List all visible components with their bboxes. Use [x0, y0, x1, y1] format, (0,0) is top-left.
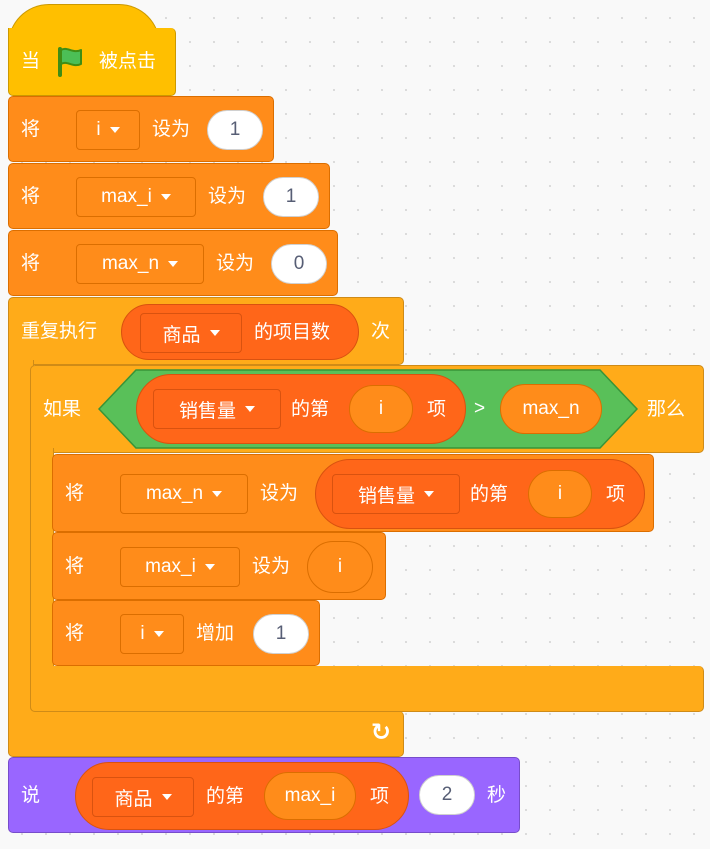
set-op: 设为 — [260, 483, 299, 504]
value-input[interactable]: 0 — [271, 244, 327, 284]
value-input[interactable]: 1 — [207, 110, 263, 150]
set-op: 设为 — [152, 119, 191, 140]
secs-input[interactable]: 2 — [419, 775, 475, 815]
greater-than-sign: > — [474, 398, 486, 419]
chevron-down-icon — [209, 330, 220, 336]
repeat-suffix: 次 — [371, 321, 391, 342]
variable-name: max_i — [101, 186, 152, 207]
variable-reporter-i[interactable]: i — [307, 541, 373, 593]
loop-arrow-icon: ↻ — [370, 719, 391, 746]
change-verb: 将 — [65, 623, 85, 644]
variable-name: i — [96, 119, 101, 140]
chevron-down-icon — [245, 406, 255, 412]
variable-dropdown-i[interactable]: i — [120, 614, 184, 654]
item-label: 项 — [370, 786, 390, 807]
chevron-down-icon — [153, 631, 164, 637]
then-label: 那么 — [647, 399, 686, 420]
inner-set-max-i-block[interactable]: 将 max_i 设为 i — [52, 532, 386, 600]
variable-reporter-i[interactable]: i — [349, 385, 413, 433]
variable-dropdown-max-n[interactable]: max_n — [120, 474, 248, 514]
variable-reporter-i[interactable]: i — [528, 470, 592, 518]
variable-dropdown-max-n[interactable]: max_n — [76, 244, 204, 284]
say-verb: 说 — [21, 785, 41, 806]
list-name: 销售量 — [178, 400, 236, 422]
variable-dropdown-i[interactable]: i — [76, 110, 140, 150]
hat-prefix: 当 — [21, 51, 41, 72]
chevron-down-icon — [168, 261, 179, 267]
list-dropdown-sales[interactable]: 销售量 — [332, 474, 460, 514]
variable-dropdown-max-i[interactable]: max_i — [120, 547, 240, 587]
green-flag-icon — [58, 47, 82, 77]
when-flag-clicked-block[interactable]: 当 被点击 — [8, 28, 176, 96]
chevron-down-icon — [160, 194, 171, 200]
repeat-label: 重复执行 — [21, 321, 98, 342]
inner-change-i-block[interactable]: 将 i 增加 1 — [52, 600, 320, 666]
set-op: 设为 — [216, 253, 255, 274]
repeat-block-header[interactable]: 重复执行 商品 的项目数 次 — [8, 297, 404, 365]
chevron-down-icon — [212, 491, 223, 497]
say-for-secs-block[interactable]: 说 商品 的第 max_i 项 2 秒 — [8, 757, 520, 833]
list-name: 商品 — [162, 324, 201, 346]
inner-set-max-n-block[interactable]: 将 max_n 设为 销售量 的第 i 项 — [52, 454, 654, 532]
variable-reporter-max-i[interactable]: max_i — [264, 772, 356, 820]
list-length-reporter[interactable]: 商品 的项目数 — [121, 304, 359, 360]
set-verb: 将 — [21, 186, 41, 207]
variable-name: i — [140, 623, 145, 644]
if-label: 如果 — [43, 399, 82, 420]
repeat-block-footer[interactable]: ↻ — [8, 711, 404, 757]
repeat-block-arm — [8, 360, 34, 756]
if-block-footer[interactable] — [30, 666, 704, 712]
set-max-i-block[interactable]: 将 max_i 设为 1 — [8, 163, 330, 229]
list-item-reporter[interactable]: 商品 的第 max_i 项 — [75, 762, 409, 830]
set-verb: 将 — [21, 119, 41, 140]
list-name: 商品 — [114, 788, 153, 810]
list-name: 销售量 — [357, 485, 415, 507]
set-verb: 将 — [21, 253, 41, 274]
set-verb: 将 — [65, 483, 85, 504]
chevron-down-icon — [161, 794, 172, 800]
variable-reporter-max-n[interactable]: max_n — [500, 384, 602, 434]
secs-suffix: 秒 — [487, 785, 507, 806]
value-input[interactable]: 1 — [263, 177, 319, 217]
set-op: 设为 — [208, 186, 247, 207]
set-i-block[interactable]: 将 i 设为 1 — [8, 96, 274, 162]
item-of-label: 的第 — [291, 399, 330, 420]
length-of-label: 的项目数 — [254, 322, 331, 343]
variable-dropdown-max-i[interactable]: max_i — [76, 177, 196, 217]
list-item-reporter[interactable]: 销售量 的第 i 项 — [136, 374, 466, 444]
item-of-label: 的第 — [470, 484, 509, 505]
set-verb: 将 — [65, 556, 85, 577]
list-item-reporter[interactable]: 销售量 的第 i 项 — [315, 459, 645, 529]
chevron-down-icon — [424, 491, 434, 497]
set-op: 设为 — [252, 556, 291, 577]
chevron-down-icon — [109, 127, 120, 133]
list-dropdown-sales[interactable]: 销售量 — [153, 389, 281, 429]
variable-name: max_n — [101, 253, 160, 274]
list-dropdown-products[interactable]: 商品 — [92, 777, 194, 817]
item-label: 项 — [427, 399, 447, 420]
hat-suffix: 被点击 — [99, 51, 157, 72]
item-of-label: 的第 — [206, 786, 245, 807]
variable-name: max_i — [145, 556, 196, 577]
value-input[interactable]: 1 — [253, 614, 309, 654]
change-op: 增加 — [196, 623, 235, 644]
list-dropdown-products[interactable]: 商品 — [140, 313, 242, 353]
item-label: 项 — [606, 484, 626, 505]
set-max-n-block[interactable]: 将 max_n 设为 0 — [8, 230, 338, 296]
chevron-down-icon — [204, 564, 215, 570]
variable-name: max_n — [145, 483, 204, 504]
